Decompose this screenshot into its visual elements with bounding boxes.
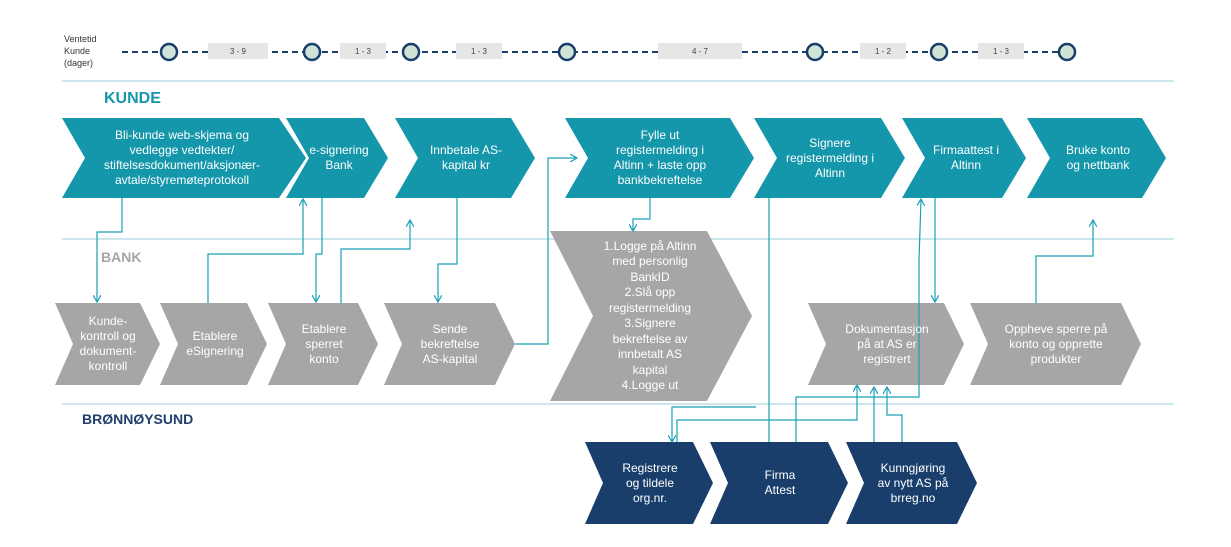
milestone-5 xyxy=(805,42,825,62)
brreg-step-3-shape xyxy=(846,442,977,524)
connector-k1-b1 xyxy=(97,198,123,301)
kunde-step-5-shape xyxy=(754,118,905,198)
lane-label-bank: BANK xyxy=(101,249,142,265)
connector-r3-b6 xyxy=(887,388,903,442)
kunde-step-5-text: Signere registermelding i Altinn xyxy=(785,135,875,180)
connector-r2-k6 xyxy=(795,200,921,442)
duration-badge-5: 1 - 2 xyxy=(860,43,906,59)
kunde-step-7-shape xyxy=(1027,118,1166,198)
lane-label-kunde: KUNDE xyxy=(104,90,161,107)
milestone-4 xyxy=(557,42,577,62)
bank-step-5-shape xyxy=(550,231,752,401)
duration-badge-6: 1 - 3 xyxy=(978,43,1024,59)
connector-b7-k7 xyxy=(1035,221,1093,303)
bank-step-4-shape xyxy=(384,303,515,385)
kunde-step-6-text: Firmaattest i Altinn xyxy=(932,143,999,172)
kunde-step-1-shape xyxy=(62,118,306,198)
timeline-milestones xyxy=(159,42,1077,62)
milestone-3 xyxy=(401,42,421,62)
bank-step-4-text: Sende bekreftelse AS-kapital xyxy=(420,321,480,366)
bank-step-7-shape xyxy=(970,303,1141,385)
milestone-6 xyxy=(929,42,949,62)
connector-r1-b6 xyxy=(676,386,857,442)
bank-step-1-text: Kunde- kontroll og dokument- kontroll xyxy=(79,314,137,373)
bank-step-7-text: Oppheve sperre på konto og opprette prod… xyxy=(1004,321,1108,366)
brreg-step-1-text: Registrere og tildele org.nr. xyxy=(622,460,678,505)
wait-time-label: Ventetid Kunde (dager) xyxy=(64,34,97,68)
milestone-1 xyxy=(159,42,179,62)
kunde-step-3-shape xyxy=(395,118,535,198)
bank-step-3-shape xyxy=(268,303,378,385)
milestone-7 xyxy=(1057,42,1077,62)
connectors xyxy=(97,158,1093,442)
kunde-step-4-text: Fylle ut registermelding i Altinn + last… xyxy=(613,128,707,187)
kunde-step-2-shape xyxy=(286,118,388,198)
duration-badge-1: 3 - 9 xyxy=(208,43,268,59)
bank-step-6-text: Dokumentasjon på at AS er registrert xyxy=(845,321,929,366)
bank-step-1-shape xyxy=(55,303,160,385)
connector-b4-k4 xyxy=(515,158,576,345)
duration-badge-2: 1 - 3 xyxy=(340,43,386,59)
connector-k2-b3 xyxy=(316,198,323,301)
lane-label-bronnoysund: BRØNNØYSUND xyxy=(82,411,194,427)
bank-step-5-text: 1.Logge på Altinn med personlig BankID 2… xyxy=(603,238,697,393)
kunde-step-3-text: Innbetale AS- kapital kr xyxy=(429,143,503,172)
bank-step-3-text: Etablere sperret konto xyxy=(301,321,347,366)
brreg-step-3-text: Kunngjøring av nytt AS på brreg.no xyxy=(877,460,949,505)
duration-badge-3: 1 - 3 xyxy=(456,43,502,59)
kunde-step-7-text: Bruke konto og nettbank xyxy=(1065,143,1131,172)
milestone-2 xyxy=(302,42,322,62)
bank-step-2-shape xyxy=(160,303,267,385)
brreg-step-1-shape xyxy=(585,442,713,524)
connector-b5-r1 xyxy=(672,406,756,441)
kunde-step-4-shape xyxy=(565,118,754,198)
bank-step-6-shape xyxy=(808,303,964,385)
connector-b3-k3 xyxy=(340,221,410,303)
kunde-step-2-text: e-signering Bank xyxy=(309,143,369,172)
bank-step-2-text: Etablere eSignering xyxy=(186,329,244,358)
connector-b2-k2 xyxy=(207,200,303,303)
duration-badge-4: 4 - 7 xyxy=(658,43,742,59)
kunde-step-1-text: Bli-kunde web-skjema og vedlegge vedtekt… xyxy=(103,128,261,187)
connector-k3-b4 xyxy=(438,198,458,301)
brreg-step-2-shape xyxy=(710,442,848,524)
kunde-step-6-shape xyxy=(902,118,1026,198)
brreg-step-2-text: Firma Attest xyxy=(764,468,796,497)
connector-k4-b5 xyxy=(633,198,651,230)
